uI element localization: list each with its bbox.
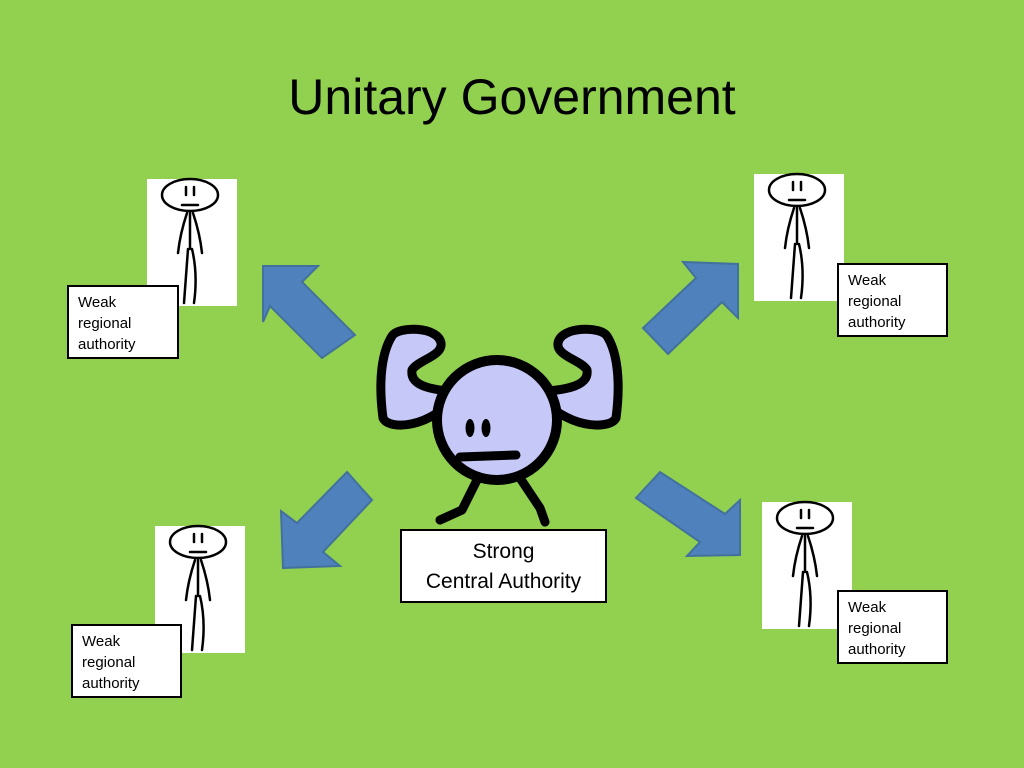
region-label-top-right: Weak regional authority — [837, 263, 948, 337]
arrow-down-left-icon — [279, 470, 374, 570]
region-label-bottom-right: Weak regional authority — [837, 590, 948, 664]
region-label-line: authority — [82, 675, 140, 692]
figure-card-top-left — [147, 177, 237, 306]
region-label-line: Weak — [82, 633, 121, 650]
region-label-line: authority — [78, 336, 136, 353]
region-label-line: Weak — [848, 272, 887, 289]
central-label-line1: Strong — [472, 540, 535, 563]
figure-card-top-right — [754, 172, 844, 301]
muscle-figure-icon — [376, 324, 623, 527]
slide-title: Unitary Government — [288, 69, 736, 125]
arrow-down-right-icon — [634, 470, 741, 558]
region-label-line: authority — [848, 314, 906, 331]
region-label-bottom-left: Weak regional authority — [71, 624, 182, 698]
region-label-line: regional — [848, 293, 902, 310]
region-label-top-left: Weak regional authority — [67, 285, 179, 359]
region-label-line: Weak — [78, 294, 117, 311]
arrow-up-left-icon — [262, 265, 357, 360]
region-label-line: regional — [848, 620, 902, 637]
central-authority-label: Strong Central Authority — [400, 529, 607, 603]
central-label-line2: Central Authority — [425, 570, 582, 593]
region-label-line: regional — [78, 315, 132, 332]
region-label-line: regional — [82, 654, 136, 671]
arrow-up-right-icon — [641, 260, 739, 356]
region-label-line: Weak — [848, 599, 887, 616]
region-label-line: authority — [848, 641, 906, 658]
